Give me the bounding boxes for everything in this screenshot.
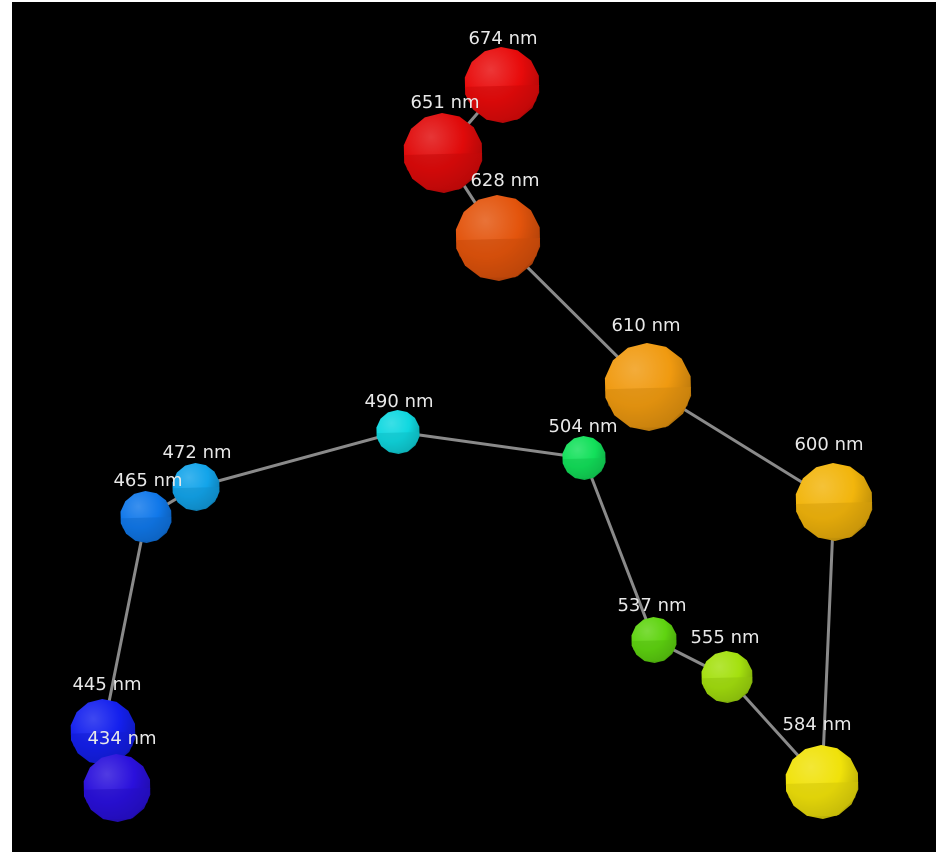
label-504: 504 nm xyxy=(548,416,617,437)
label-674: 674 nm xyxy=(468,28,537,49)
node-472 xyxy=(172,463,220,511)
label-445: 445 nm xyxy=(72,674,141,695)
node-610 xyxy=(604,343,692,431)
sphere-facet-651 xyxy=(403,153,483,190)
sphere-facet-434 xyxy=(83,788,151,820)
node-628 xyxy=(455,195,541,281)
label-434: 434 nm xyxy=(87,728,156,749)
node-490 xyxy=(376,410,420,454)
sphere-facet-465 xyxy=(120,517,172,541)
sphere-facet-584 xyxy=(785,782,859,817)
sphere-facet-504 xyxy=(562,458,606,479)
graph-nodes xyxy=(70,47,873,822)
graph-labels: 674 nm 651 nm 628 nm 610 nm 600 nm 584 nm 555 … xyxy=(72,28,863,749)
sphere-facet-610 xyxy=(604,387,692,428)
label-584: 584 nm xyxy=(782,714,851,735)
sphere-facet-600 xyxy=(795,502,873,538)
edge-600-584 xyxy=(820,500,836,784)
node-651 xyxy=(403,113,483,193)
sphere-facet-674 xyxy=(464,85,540,120)
sphere-facet-628 xyxy=(455,238,541,278)
node-555 xyxy=(701,651,753,703)
node-434 xyxy=(83,754,151,822)
label-651: 651 nm xyxy=(410,92,479,113)
edge-465-445 xyxy=(101,515,148,734)
node-537 xyxy=(631,617,677,663)
node-584 xyxy=(785,745,859,819)
label-490: 490 nm xyxy=(364,391,433,412)
label-472: 472 nm xyxy=(162,442,231,463)
label-600: 600 nm xyxy=(794,434,863,455)
edge-490-472 xyxy=(194,430,400,489)
node-465 xyxy=(120,491,172,543)
node-504 xyxy=(562,436,606,480)
label-537: 537 nm xyxy=(617,595,686,616)
sphere-facet-472 xyxy=(172,487,220,510)
sphere-facet-537 xyxy=(631,640,677,662)
label-555: 555 nm xyxy=(690,627,759,648)
edge-504-490 xyxy=(396,430,586,460)
edge-537-504 xyxy=(582,456,656,642)
node-600 xyxy=(795,463,873,541)
sphere-facet-490 xyxy=(376,432,420,453)
label-610: 610 nm xyxy=(611,315,680,336)
sphere-facet-555 xyxy=(701,677,753,701)
node-674 xyxy=(464,47,540,123)
label-465: 465 nm xyxy=(113,470,182,491)
label-628: 628 nm xyxy=(470,170,539,191)
